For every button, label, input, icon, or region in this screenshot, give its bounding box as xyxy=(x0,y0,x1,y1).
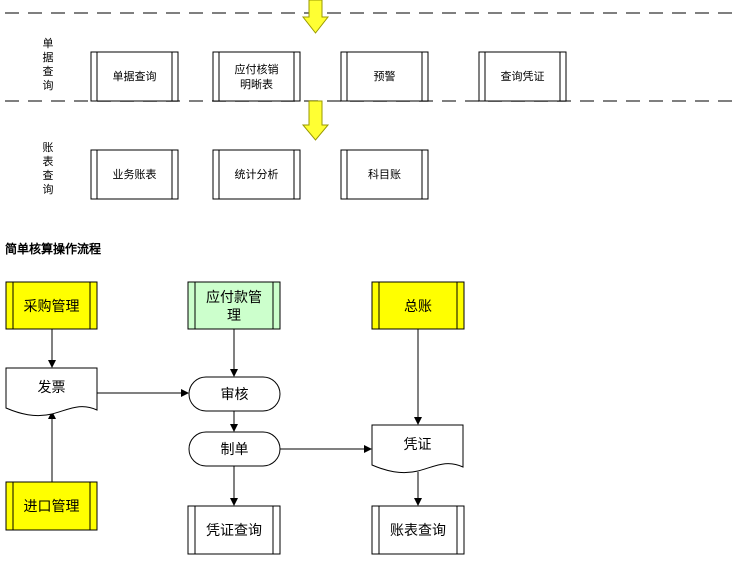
vertical-label-char: 询 xyxy=(43,79,54,92)
node-ledger-query[interactable]: 账表查询 xyxy=(371,505,465,555)
svg-text:应付核销: 应付核销 xyxy=(235,62,279,76)
svg-text:理: 理 xyxy=(227,308,241,324)
node-general-ledger[interactable]: 总账 xyxy=(371,281,465,330)
box-business-ledger[interactable]: 业务账表 xyxy=(90,149,179,200)
svg-text:发票: 发票 xyxy=(38,380,66,396)
svg-text:单据查询: 单据查询 xyxy=(113,69,157,83)
node-purchase-management[interactable]: 采购管理 xyxy=(5,281,98,330)
box-statistical-analysis[interactable]: 统计分析 xyxy=(212,149,301,200)
vertical-label-char: 查 xyxy=(43,168,54,182)
box-subject-ledger[interactable]: 科目账 xyxy=(340,149,429,200)
svg-text:统计分析: 统计分析 xyxy=(235,167,279,181)
node-import-management[interactable]: 进口管理 xyxy=(5,481,98,531)
node-voucher[interactable]: 凭证 xyxy=(371,424,464,474)
node-payable-management[interactable]: 应付款管 理 xyxy=(187,281,281,330)
node-invoice[interactable]: 发票 xyxy=(5,367,98,417)
box-warning[interactable]: 预警 xyxy=(340,51,429,102)
vertical-label-char: 单 xyxy=(43,37,54,50)
box-query-voucher[interactable]: 查询凭证 xyxy=(478,51,567,102)
box-payable-writeoff-detail[interactable]: 应付核销 明晰表 xyxy=(212,51,301,102)
svg-text:总账: 总账 xyxy=(404,299,432,315)
svg-text:凭证: 凭证 xyxy=(404,437,432,453)
section-title: 简单核算操作流程 xyxy=(5,241,101,256)
svg-text:审核: 审核 xyxy=(221,387,249,403)
node-audit[interactable]: 审核 xyxy=(188,376,281,412)
svg-text:凭证查询: 凭证查询 xyxy=(206,523,262,539)
vertical-label-char: 据 xyxy=(43,50,54,64)
svg-text:预警: 预警 xyxy=(374,69,396,83)
svg-text:业务账表: 业务账表 xyxy=(113,167,157,181)
svg-text:进口管理: 进口管理 xyxy=(24,499,80,515)
svg-text:科目账: 科目账 xyxy=(368,167,401,181)
svg-text:账表查询: 账表查询 xyxy=(390,523,446,539)
node-voucher-query[interactable]: 凭证查询 xyxy=(187,505,281,555)
svg-text:明晰表: 明晰表 xyxy=(240,77,273,91)
node-make-voucher[interactable]: 制单 xyxy=(188,431,281,467)
yellow-down-arrow-middle xyxy=(301,100,330,141)
vertical-label-char: 查 xyxy=(43,64,54,78)
ledger-query-section-label: 账 表 查 询 xyxy=(43,141,54,196)
svg-text:采购管理: 采购管理 xyxy=(24,299,80,315)
svg-text:应付款管: 应付款管 xyxy=(206,289,262,306)
yellow-down-arrow-top xyxy=(301,0,330,34)
vertical-label-char: 询 xyxy=(43,183,54,196)
box-document-query[interactable]: 单据查询 xyxy=(90,51,179,102)
voucher-query-section-label: 单 据 查 询 xyxy=(43,37,54,92)
svg-text:制单: 制单 xyxy=(221,442,249,458)
vertical-label-char: 表 xyxy=(43,154,54,168)
vertical-label-char: 账 xyxy=(43,141,54,154)
svg-text:查询凭证: 查询凭证 xyxy=(501,69,545,83)
